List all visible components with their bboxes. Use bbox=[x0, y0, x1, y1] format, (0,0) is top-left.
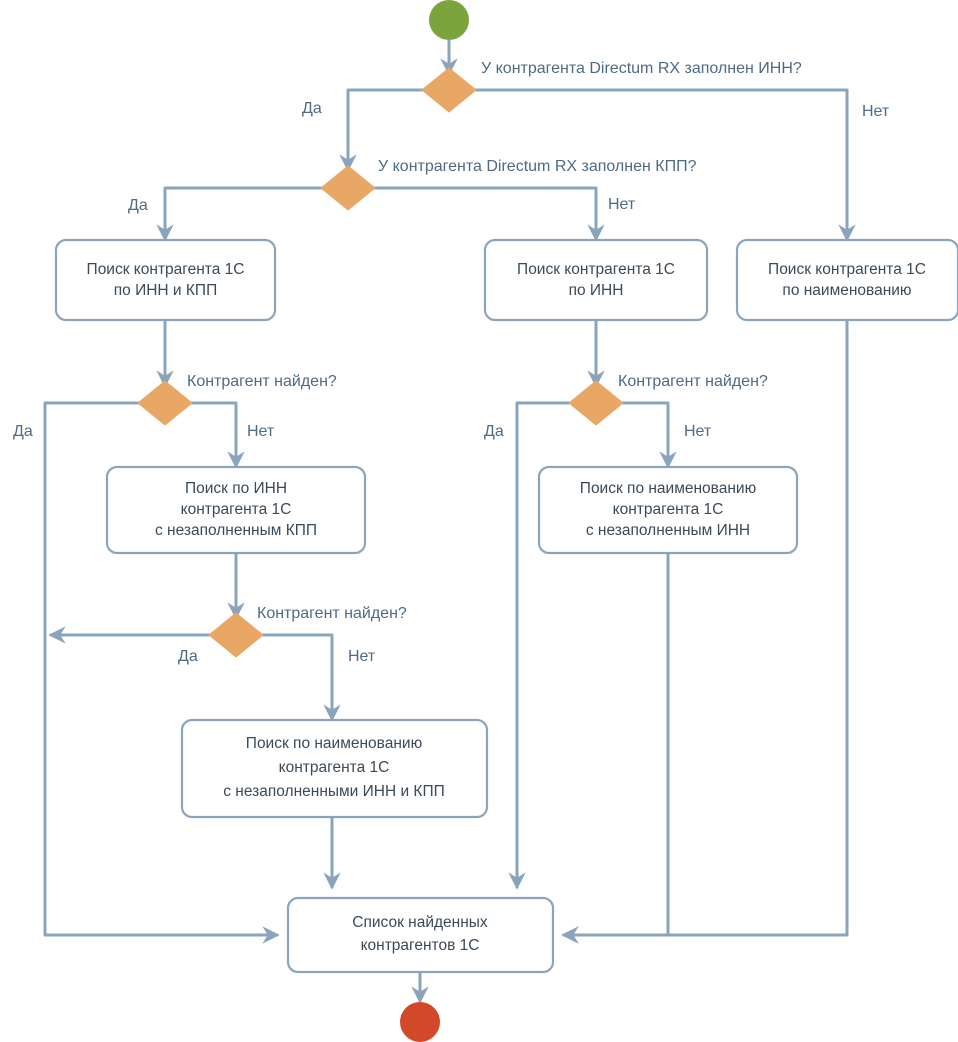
edge-d1-yes-to-d2 bbox=[339, 88, 424, 172]
process-node-search-name-empty-inn[interactable]: Поиск по наименованию контрагента 1С с н… bbox=[537, 465, 799, 555]
edge-label-d1-yes: Да bbox=[302, 100, 322, 117]
process-line: контрагентов 1С bbox=[361, 937, 480, 954]
decision-node-found-2[interactable] bbox=[568, 380, 624, 426]
decision-label-kpp-filled: У контрагента Directum RX заполнен КПП? bbox=[378, 158, 697, 175]
process-line: Поиск контрагента 1С bbox=[517, 261, 675, 278]
edge-d4-yes-rail bbox=[508, 401, 571, 890]
decision-label-found-2: Контрагент найден? bbox=[618, 373, 768, 390]
process-line: по наименованию bbox=[782, 282, 911, 299]
process-node-search-name-empty-inn-kpp[interactable]: Поиск по наименованию контрагента 1С с н… bbox=[180, 718, 489, 819]
process-node-search-name[interactable]: Поиск контрагента 1С по наименованию bbox=[735, 238, 958, 322]
edge-layer bbox=[43, 40, 856, 1004]
edge-label-d2-no: Нет bbox=[608, 196, 636, 213]
edge-label-d4-yes: Да bbox=[484, 423, 504, 440]
edge-label-d5-no: Нет bbox=[348, 648, 376, 665]
process-line: Список найденных bbox=[352, 914, 488, 931]
process-node-search-inn-empty-kpp[interactable]: Поиск по ИНН контрагента 1С с незаполнен… bbox=[105, 465, 367, 555]
edge-label-d2-yes: Да bbox=[128, 197, 148, 214]
edge-d4-no-to-p5 bbox=[621, 401, 677, 469]
process-node-search-inn[interactable]: Поиск контрагента 1С по ИНН bbox=[483, 238, 709, 322]
decision-label-found-3: Контрагент найден? bbox=[257, 605, 407, 622]
process-line: с незаполненным КПП bbox=[155, 522, 317, 539]
process-line: по ИНН и КПП bbox=[114, 282, 217, 299]
edge-label-d3-no: Нет bbox=[247, 423, 275, 440]
process-line: Поиск по ИНН bbox=[185, 480, 287, 497]
edge-label-d5-yes: Да bbox=[178, 648, 198, 665]
process-line: Поиск по наименованию bbox=[580, 480, 756, 497]
process-line: по ИНН bbox=[569, 282, 624, 299]
edge-p5-to-result bbox=[561, 553, 670, 944]
process-line: контрагента 1С bbox=[181, 501, 292, 518]
process-line: контрагента 1С bbox=[613, 501, 724, 518]
process-line: Поиск контрагента 1С bbox=[87, 261, 245, 278]
edge-label-d1-no: Нет bbox=[862, 103, 890, 120]
start-node[interactable] bbox=[429, 0, 469, 40]
decision-label-found-1: Контрагент найден? bbox=[187, 373, 337, 390]
edge-label-d4-no: Нет bbox=[684, 423, 712, 440]
edge-d1-no-to-p3 bbox=[474, 88, 856, 242]
edge-label-layer: Да Нет Да Нет Да Нет Да Нет Да Нет bbox=[13, 100, 890, 665]
process-line: Поиск контрагента 1С bbox=[768, 261, 926, 278]
process-line: контрагента 1С bbox=[279, 759, 390, 776]
decision-node-inn-filled[interactable] bbox=[421, 67, 477, 113]
decision-node-found-1[interactable] bbox=[137, 380, 193, 426]
process-line: с незаполненными ИНН и КПП bbox=[223, 783, 445, 800]
edge-d5-no-to-p6 bbox=[261, 633, 341, 722]
edge-d2-yes-to-p1 bbox=[156, 186, 323, 242]
edge-label-d3-yes: Да bbox=[13, 423, 33, 440]
decision-label-inn-filled: У контрагента Directum RX заполнен ИНН? bbox=[481, 60, 802, 77]
end-node[interactable] bbox=[400, 1002, 440, 1042]
edge-d2-no-to-p2 bbox=[373, 186, 605, 242]
process-node-result-list[interactable]: Список найденных контрагентов 1С bbox=[286, 896, 555, 974]
process-node-search-inn-kpp[interactable]: Поиск контрагента 1С по ИНН и КПП bbox=[54, 238, 277, 322]
decision-node-found-3[interactable] bbox=[208, 612, 264, 658]
process-line: с незаполненным ИНН bbox=[586, 522, 750, 539]
decision-node-kpp-filled[interactable] bbox=[320, 165, 376, 211]
process-line: Поиск по наименованию bbox=[246, 735, 422, 752]
edge-d3-yes-rail bbox=[43, 401, 280, 944]
edge-d3-no-to-p4 bbox=[190, 401, 245, 469]
